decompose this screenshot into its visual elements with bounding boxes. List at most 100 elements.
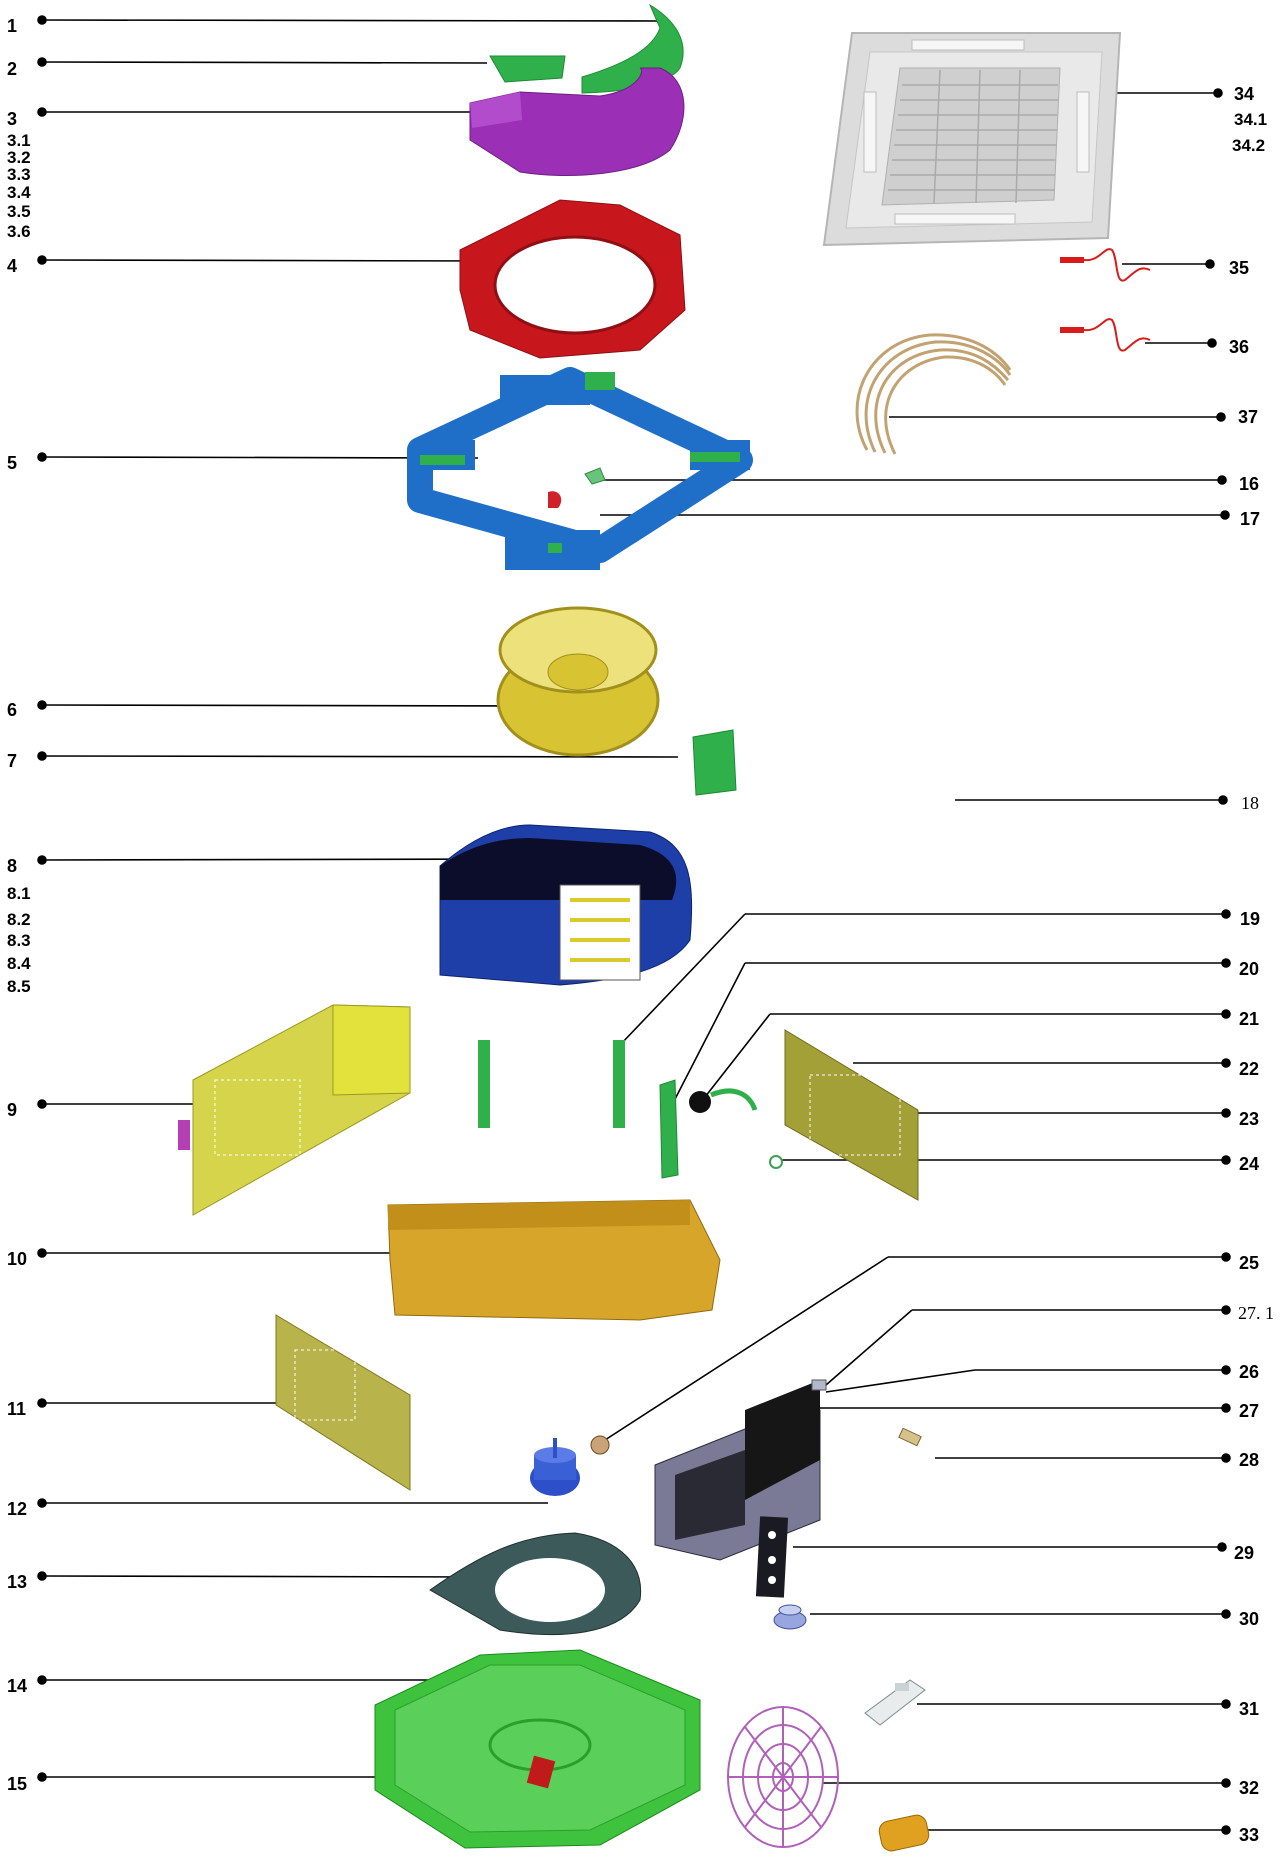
callout-13: 13 <box>7 1572 28 1592</box>
part-25-clip <box>590 1435 610 1455</box>
callout-3: 3 <box>7 109 18 129</box>
part-36-sensor <box>1060 318 1151 352</box>
leader-dot <box>37 107 47 117</box>
leader-line <box>41 259 496 262</box>
leader-dot <box>1221 1609 1231 1619</box>
callout-8: 8 <box>7 856 18 876</box>
leader-dot <box>37 1675 47 1685</box>
callout-8-5: 8.5 <box>7 977 31 996</box>
part-8-heat-exchanger <box>439 824 693 986</box>
leader-dot <box>37 855 47 865</box>
part-30-capacitor <box>773 1604 807 1630</box>
callout-37: 37 <box>1238 407 1259 427</box>
part-26-bracket <box>811 1379 827 1391</box>
leader-dot <box>37 15 47 25</box>
part-12-motor <box>530 1438 580 1496</box>
leader-line <box>671 962 746 1106</box>
part-29-pcb <box>755 1516 789 1598</box>
part-15-float <box>526 1755 556 1789</box>
leader-line <box>604 1256 889 1441</box>
callout-3-3: 3.3 <box>7 165 31 184</box>
part-34-front-panel <box>822 32 1122 247</box>
leader-line <box>41 858 521 861</box>
leader-dot <box>37 255 47 265</box>
callout-34-2: 34.2 <box>1232 136 1266 155</box>
leader-dot <box>1221 1108 1231 1118</box>
leader-dot <box>37 1099 47 1109</box>
callout-20: 20 <box>1239 959 1260 979</box>
callout-6: 6 <box>7 700 18 720</box>
leader-line <box>41 704 549 707</box>
callout-31: 31 <box>1239 1699 1260 1719</box>
leader-line <box>41 19 666 22</box>
callout-2: 2 <box>7 59 18 79</box>
callout-22: 22 <box>1239 1059 1260 1079</box>
leader-dot <box>37 1571 47 1581</box>
part-17-clip <box>548 491 562 508</box>
leader-line <box>825 1369 976 1393</box>
leader-dot <box>1217 475 1227 485</box>
part-31-remote <box>864 1679 926 1726</box>
part-20-plate <box>659 1079 679 1179</box>
callout-28: 28 <box>1239 1450 1260 1470</box>
leader-dot <box>1221 1058 1231 1068</box>
leader-dot <box>1213 88 1223 98</box>
callout-32: 32 <box>1239 1778 1260 1798</box>
callout-18: 18 <box>1241 793 1259 813</box>
callout-5: 5 <box>7 453 18 473</box>
leader-dot <box>1221 1453 1231 1463</box>
callout-23: 23 <box>1239 1109 1260 1129</box>
leader-dot <box>1216 412 1226 422</box>
callout-10: 10 <box>7 1249 28 1269</box>
leader-line <box>41 456 479 459</box>
callout-21: 21 <box>1239 1009 1260 1029</box>
leader-dot <box>1217 1542 1227 1552</box>
leader-dot <box>37 1498 47 1508</box>
callout-8-2: 8.2 <box>7 910 31 929</box>
callout-3-2: 3.2 <box>7 148 31 167</box>
part-4-upper-insulation <box>459 199 686 359</box>
callout-27-1: 27. 1 <box>1238 1303 1274 1323</box>
callout-1: 1 <box>7 16 18 36</box>
callout-29: 29 <box>1234 1543 1255 1563</box>
callout-15: 15 <box>7 1774 28 1794</box>
callout-30: 30 <box>1239 1609 1260 1629</box>
part-11-panel <box>275 1314 411 1491</box>
leader-dot <box>37 700 47 710</box>
callout-8-4: 8.4 <box>7 954 31 973</box>
leader-dot <box>1221 1252 1231 1262</box>
leader-dot <box>37 751 47 761</box>
part-5-frame <box>407 367 753 570</box>
callout-14: 14 <box>7 1676 28 1696</box>
callout-8-1: 8.1 <box>7 884 31 903</box>
leader-dot <box>1221 909 1231 919</box>
part-27-control-box <box>654 1380 821 1561</box>
leader-line <box>41 755 679 758</box>
part-28-sensor <box>898 1427 922 1447</box>
leader-dot <box>1221 1009 1231 1019</box>
part-21-valve <box>689 1088 758 1113</box>
callout-27: 27 <box>1239 1401 1260 1421</box>
part-10-base-frame <box>387 1199 721 1321</box>
leader-dot <box>1218 795 1228 805</box>
leader-dot <box>37 452 47 462</box>
leader-line <box>41 1575 491 1578</box>
leader-line <box>41 61 488 64</box>
leader-dot <box>1205 259 1215 269</box>
part-35-sensor <box>1060 248 1151 282</box>
callout-3-4: 3.4 <box>7 183 31 202</box>
callout-34: 34 <box>1234 84 1255 104</box>
callout-26: 26 <box>1239 1362 1260 1382</box>
part-7-bracket <box>692 729 737 796</box>
callout-4: 4 <box>7 256 18 276</box>
leader-dot <box>1221 1778 1231 1788</box>
callout-19: 19 <box>1240 909 1261 929</box>
callout-35: 35 <box>1229 258 1250 278</box>
leader-dot <box>1221 1825 1231 1835</box>
part-32-fan-guard <box>727 1706 839 1848</box>
callout-3-1: 3.1 <box>7 131 31 150</box>
leader-dot <box>1221 1365 1231 1375</box>
callout-11: 11 <box>7 1399 27 1419</box>
leader-dot <box>1221 1155 1231 1165</box>
part-3-drain-pump-housing <box>469 67 685 176</box>
